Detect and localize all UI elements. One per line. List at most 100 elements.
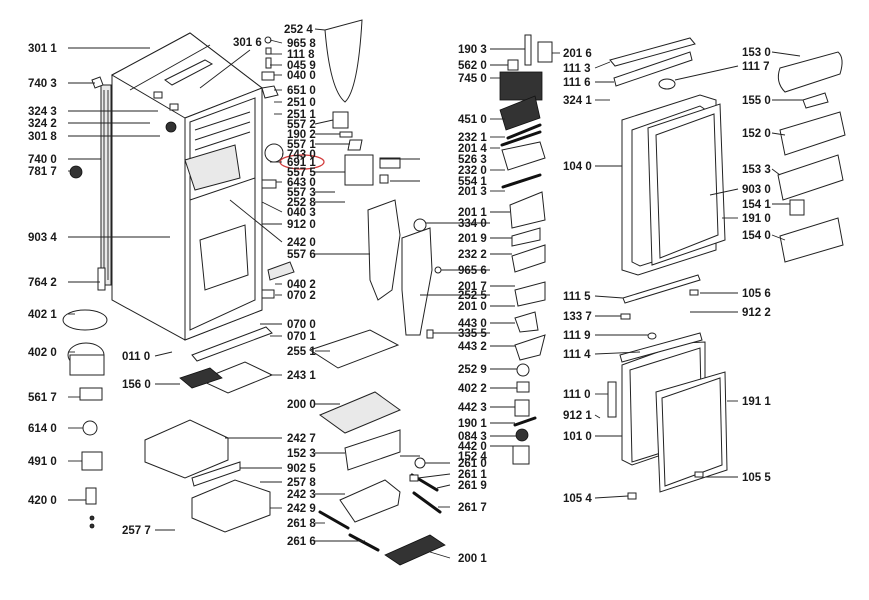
part-callout-070-1: 070 1 — [287, 331, 316, 343]
part-callout-200-1: 200 1 — [458, 553, 487, 565]
part-callout-156-0: 156 0 — [122, 379, 151, 391]
part-callout-651-0: 651 0 — [287, 85, 316, 97]
part-callout-903-0: 903 0 — [742, 184, 771, 196]
leader-line-011-0 — [154, 351, 173, 357]
part-callout-232-1: 232 1 — [458, 132, 487, 144]
part-callout-557-3: 557 3 — [287, 187, 316, 199]
part-callout-201-4: 201 4 — [458, 143, 487, 155]
control-panel — [509, 191, 546, 229]
fan — [264, 143, 284, 163]
knob — [69, 165, 83, 179]
part-callout-301-8: 301 8 — [28, 131, 57, 143]
part-callout-133-7: 133 7 — [563, 311, 592, 323]
part-callout-105-5: 105 5 — [742, 472, 771, 484]
part-callout-443-0: 443 0 — [458, 318, 487, 330]
part-callout-301-6: 301 6 — [233, 37, 262, 49]
part-callout-242-0: 242 0 — [287, 237, 316, 249]
freezer-door — [607, 332, 728, 493]
part-callout-554-1: 554 1 — [458, 176, 487, 188]
part-callout-154-0: 154 0 — [742, 230, 771, 242]
part-callout-191-1: 191 1 — [742, 396, 771, 408]
air-duct-right — [401, 227, 433, 336]
part-callout-402-0: 402 0 — [28, 347, 57, 359]
part-callout-443-2: 443 2 — [458, 341, 487, 353]
part-callout-040-2: 040 2 — [287, 279, 316, 291]
part-callout-324-3: 324 3 — [28, 106, 57, 118]
leader-line-557-2 — [314, 119, 334, 125]
part-callout-201-0: 201 0 — [458, 301, 487, 313]
part-callout-491-0: 491 0 — [28, 456, 57, 468]
part-callout-190-2: 190 2 — [287, 129, 316, 141]
part-callout-191-0: 191 0 — [742, 213, 771, 225]
grille — [384, 534, 446, 566]
part-callout-153-0: 153 0 — [742, 47, 771, 59]
part-callout-111-0: 111 0 — [563, 389, 591, 401]
part-callout-526-3: 526 3 — [458, 154, 487, 166]
part-callout-912-0: 912 0 — [287, 219, 316, 231]
door-shelf-bottle — [779, 217, 844, 263]
part-callout-301-1: 301 1 — [28, 43, 57, 55]
part-callout-745-0: 745 0 — [458, 73, 487, 85]
leader-line-111-3 — [594, 61, 611, 69]
part-callout-261-6: 261 6 — [287, 536, 316, 548]
part-drawings — [62, 19, 846, 566]
part-callout-153-3: 153 3 — [742, 164, 771, 176]
part-callout-743-0: 743 0 — [287, 149, 316, 161]
leader-line-153-3 — [771, 168, 781, 176]
part-callout-201-7: 201 7 — [458, 281, 487, 293]
part-callout-261-9: 261 9 — [458, 480, 487, 492]
butter-lid — [777, 51, 843, 93]
leader-line-111-7 — [674, 65, 739, 81]
part-callout-201-9: 201 9 — [458, 233, 487, 245]
wire-shelf — [318, 391, 402, 434]
leader-line-903-0 — [709, 188, 739, 196]
part-callout-557-5: 557 5 — [287, 167, 316, 179]
leader-line-152-0 — [771, 132, 786, 136]
part-callout-111-5: 111 5 — [563, 291, 591, 303]
part-callout-781-7: 781 7 — [28, 166, 57, 178]
part-callout-152-4: 152 4 — [458, 451, 487, 463]
condenser — [100, 84, 112, 286]
part-callout-324-2: 324 2 — [28, 118, 57, 130]
part-callout-334-0: 334 0 — [458, 218, 487, 230]
door-shelf-2 — [777, 154, 844, 201]
part-callout-561-7: 561 7 — [28, 392, 57, 404]
part-callout-111-6: 111 6 — [563, 77, 591, 89]
part-callout-261-0: 261 0 — [458, 458, 487, 470]
part-callout-111-4: 111 4 — [563, 349, 591, 361]
leader-line-200-1 — [429, 551, 451, 559]
part-callout-045-9: 045 9 — [287, 60, 316, 72]
crisper-cover — [344, 429, 401, 471]
part-callout-557-6: 557 6 — [287, 249, 316, 261]
part-callout-252-4: 252 4 — [284, 24, 313, 36]
leader-line-252-4 — [314, 28, 326, 31]
capacitor — [85, 487, 97, 505]
part-callout-232-2: 232 2 — [458, 249, 487, 261]
door-shelf-1 — [779, 111, 846, 156]
crisper-drawer-lower — [191, 479, 271, 533]
part-callout-070-2: 070 2 — [287, 290, 316, 302]
part-callout-442-3: 442 3 — [458, 402, 487, 414]
part-callout-104-0: 104 0 — [563, 161, 592, 173]
part-callout-557-1: 557 1 — [287, 139, 316, 151]
part-callout-190-1: 190 1 — [458, 418, 487, 430]
leader-lines — [68, 28, 803, 559]
part-callout-155-0: 155 0 — [742, 95, 771, 107]
glass-shelf — [308, 329, 400, 369]
part-callout-242-9: 242 9 — [287, 503, 316, 515]
part-callout-190-3: 190 3 — [458, 44, 487, 56]
part-callout-557-2: 557 2 — [287, 119, 316, 131]
part-callout-232-0: 232 0 — [458, 165, 487, 177]
crisper-drawer-upper — [144, 419, 229, 479]
part-callout-614-0: 614 0 — [28, 423, 57, 435]
part-callout-154-1: 154 1 — [742, 199, 771, 211]
part-callout-152-0: 152 0 — [742, 128, 771, 140]
part-callout-965-8: 965 8 — [287, 38, 316, 50]
leader-line-912-1 — [594, 414, 601, 419]
part-callout-011-0: 011 0 — [122, 351, 150, 363]
leader-line-261-9 — [436, 484, 451, 489]
leader-line-261-1 — [417, 473, 451, 479]
part-callout-691-1: 691 1 — [287, 157, 316, 169]
egg-tray — [802, 92, 829, 109]
